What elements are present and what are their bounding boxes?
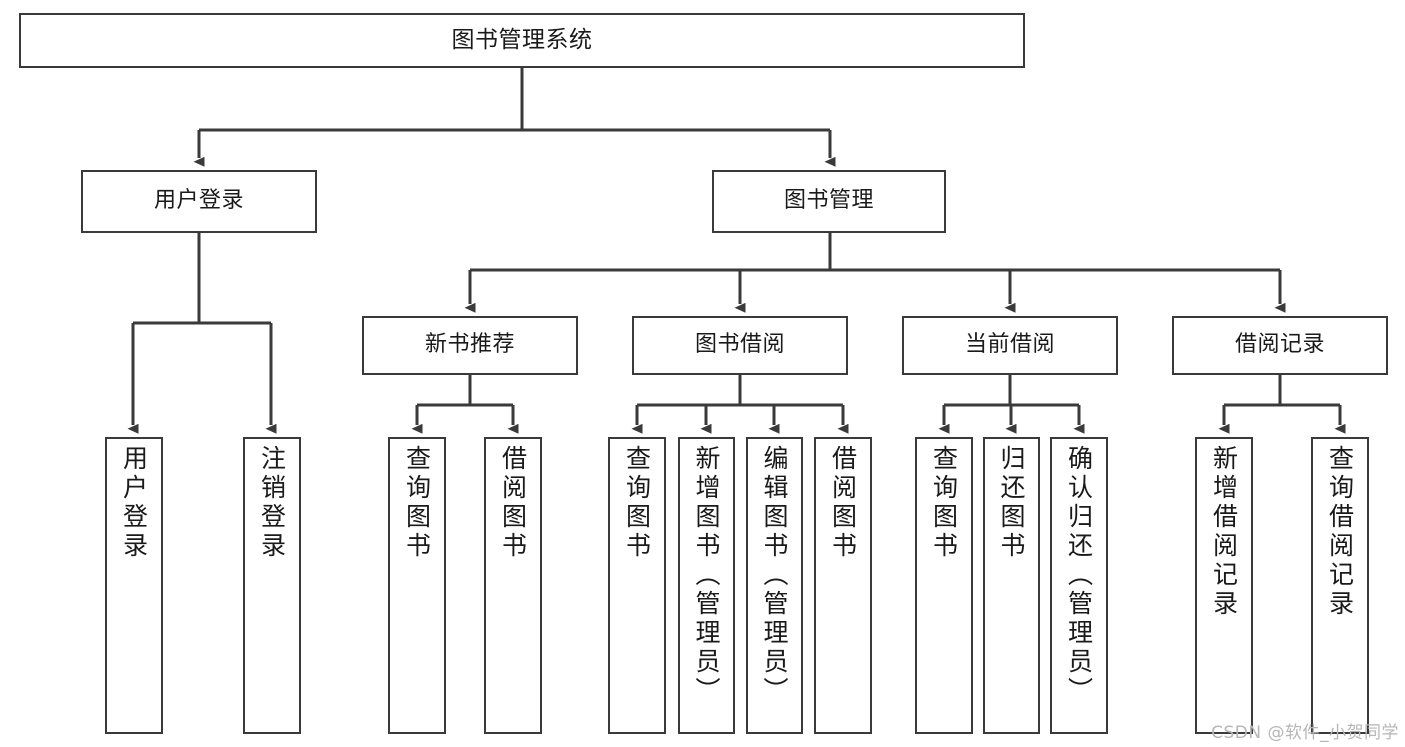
leaf-user-login[interactable]: 用户登录 [105, 437, 163, 734]
leaf-query-book-2[interactable]: 查询图书 [608, 437, 666, 734]
node-label: 查询图书 [929, 445, 959, 561]
node-label: 图书管理系统 [451, 26, 593, 53]
node-new-book-recommend[interactable]: 新书推荐 [362, 316, 578, 375]
node-label: 借阅图书 [828, 445, 858, 561]
node-label: 借阅记录 [1234, 332, 1325, 358]
node-label: 用户登录 [119, 445, 149, 561]
node-current-borrow[interactable]: 当前借阅 [902, 316, 1118, 375]
node-label: 编辑图书（管理员） [760, 445, 789, 706]
leaf-add-record[interactable]: 新增借阅记录 [1195, 437, 1253, 734]
leaf-query-book-1[interactable]: 查询图书 [388, 437, 446, 734]
node-user-login[interactable]: 用户登录 [81, 170, 317, 233]
node-label: 查询图书 [402, 445, 432, 561]
node-label: 确认归还（管理员） [1064, 445, 1094, 706]
node-label: 注销登录 [257, 445, 287, 561]
node-book-manage[interactable]: 图书管理 [712, 170, 946, 233]
node-label: 用户登录 [153, 188, 244, 214]
leaf-logout[interactable]: 注销登录 [243, 437, 301, 734]
leaf-borrow-book-1[interactable]: 借阅图书 [484, 437, 542, 734]
node-label: 图书借阅 [694, 332, 785, 358]
node-label: 查询借阅记录 [1325, 445, 1355, 619]
node-label: 当前借阅 [964, 332, 1055, 358]
node-borrow-record[interactable]: 借阅记录 [1172, 316, 1388, 375]
node-book-borrow[interactable]: 图书借阅 [632, 316, 848, 375]
leaf-add-book-admin[interactable]: 新增图书（管理员） [678, 437, 735, 734]
leaf-query-book-3[interactable]: 查询图书 [915, 437, 973, 734]
node-label: 查询图书 [622, 445, 652, 561]
leaf-borrow-book-2[interactable]: 借阅图书 [814, 437, 872, 734]
node-label: 图书管理 [783, 188, 874, 214]
node-label: 新增借阅记录 [1209, 445, 1239, 619]
leaf-query-record[interactable]: 查询借阅记录 [1311, 437, 1369, 734]
leaf-return-book[interactable]: 归还图书 [983, 437, 1040, 734]
node-label: 新增图书（管理员） [692, 445, 721, 706]
watermark: CSDN @软件_小贺同学 [1211, 723, 1399, 743]
node-label: 新书推荐 [424, 332, 515, 358]
leaf-confirm-return[interactable]: 确认归还（管理员） [1050, 437, 1108, 734]
node-label: 借阅图书 [498, 445, 528, 561]
node-label: 归还图书 [997, 445, 1026, 561]
leaf-edit-book-admin[interactable]: 编辑图书（管理员） [746, 437, 803, 734]
node-root-book-management-system[interactable]: 图书管理系统 [19, 13, 1025, 68]
